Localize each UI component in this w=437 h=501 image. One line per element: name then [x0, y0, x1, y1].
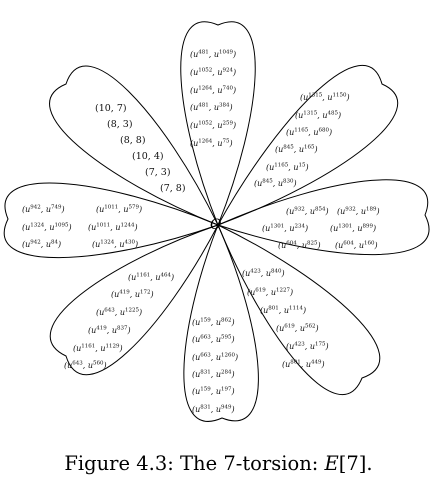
point-label: (u619, u1227) [247, 288, 293, 298]
point-label: (u663, u1260) [192, 353, 238, 363]
point-label: (u604, u160) [335, 241, 378, 251]
point-label: (7, 8) [160, 183, 186, 194]
point-label: (u831, u284) [192, 370, 235, 380]
point-label: (u801, u1114) [260, 306, 306, 316]
petal-outline-lower-left [49, 224, 220, 376]
point-label: (u604, u825) [278, 241, 321, 251]
point-label: (u845, u165) [275, 145, 318, 155]
point-label: (u643, u1225) [96, 308, 142, 318]
point-label: (7, 3) [145, 167, 171, 178]
point-label: (u1011, u1244) [88, 223, 138, 233]
point-label: (u1315, u1150) [300, 93, 350, 103]
point-label: (u643, u560) [64, 361, 107, 371]
point-label: (u942, u84) [22, 240, 61, 250]
point-label: (u619, u562) [276, 324, 319, 334]
petal-outline-lower-right [217, 223, 381, 395]
point-label: (u845, u830) [254, 179, 297, 189]
point-label: (8, 8) [120, 135, 146, 146]
point-label: (u1165, u680) [286, 128, 332, 138]
point-label: (u1052, u259) [190, 121, 236, 131]
point-label: (u1324, u1095) [22, 223, 72, 233]
point-label: (u481, u384) [190, 103, 233, 113]
petal-outline-upper-left [49, 65, 220, 226]
point-label: (u419, u172) [111, 290, 154, 300]
point-label: (u1301, u899) [330, 224, 376, 234]
point-label: (u932, u189) [337, 207, 380, 217]
petal-outline-bottom [183, 223, 259, 422]
petal-outline-upper-right [216, 64, 398, 226]
point-label: (u1264, u740) [190, 86, 236, 96]
point-label: (8, 3) [107, 119, 133, 130]
petal-outline-right [216, 179, 430, 256]
point-label: (u942, u749) [22, 205, 65, 215]
point-label: (u423, u175) [286, 342, 329, 352]
point-label: (u1052, u924) [190, 68, 236, 78]
caption-group-suffix: [7]. [338, 452, 373, 475]
point-label: (u1161, u464) [128, 273, 174, 283]
point-label: (u423, u840) [242, 269, 285, 279]
petal-outline-left [3, 182, 220, 259]
point-label: (10, 7) [95, 103, 127, 114]
point-label: (u419, u837) [88, 326, 131, 336]
point-label: (u1301, u234) [262, 224, 308, 234]
point-label: (u831, u949) [192, 405, 235, 415]
point-label: (u481, u1049) [190, 50, 236, 60]
point-label: (u932, u854) [286, 207, 329, 217]
point-label: (u1264, u75) [190, 139, 233, 149]
torsion-flower-diagram: (u481, u1049) (u1052, u924) (u1264, u740) (… [3, 21, 430, 422]
point-label: (u1324, u430) [92, 240, 138, 250]
point-label: (u1161, u1129) [73, 344, 123, 354]
petal-outline-top [180, 21, 256, 227]
caption-group-symbol: E [324, 452, 339, 475]
point-label: (10, 4) [132, 151, 164, 162]
point-label: (u1315, u485) [295, 111, 341, 121]
point-label: (u159, u862) [192, 318, 235, 328]
figure-caption: Figure 4.3: The 7-torsion: E[7]. [0, 452, 437, 475]
origin-label: O [210, 217, 222, 233]
point-label: (u801, u449) [282, 360, 325, 370]
point-label: (u1165, u15) [266, 163, 309, 173]
point-label: (u663, u595) [192, 335, 235, 345]
point-label: (u159, u197) [192, 387, 235, 397]
caption-prefix: Figure 4.3: The 7-torsion: [64, 452, 325, 475]
point-label: (u1011, u579) [96, 205, 142, 215]
